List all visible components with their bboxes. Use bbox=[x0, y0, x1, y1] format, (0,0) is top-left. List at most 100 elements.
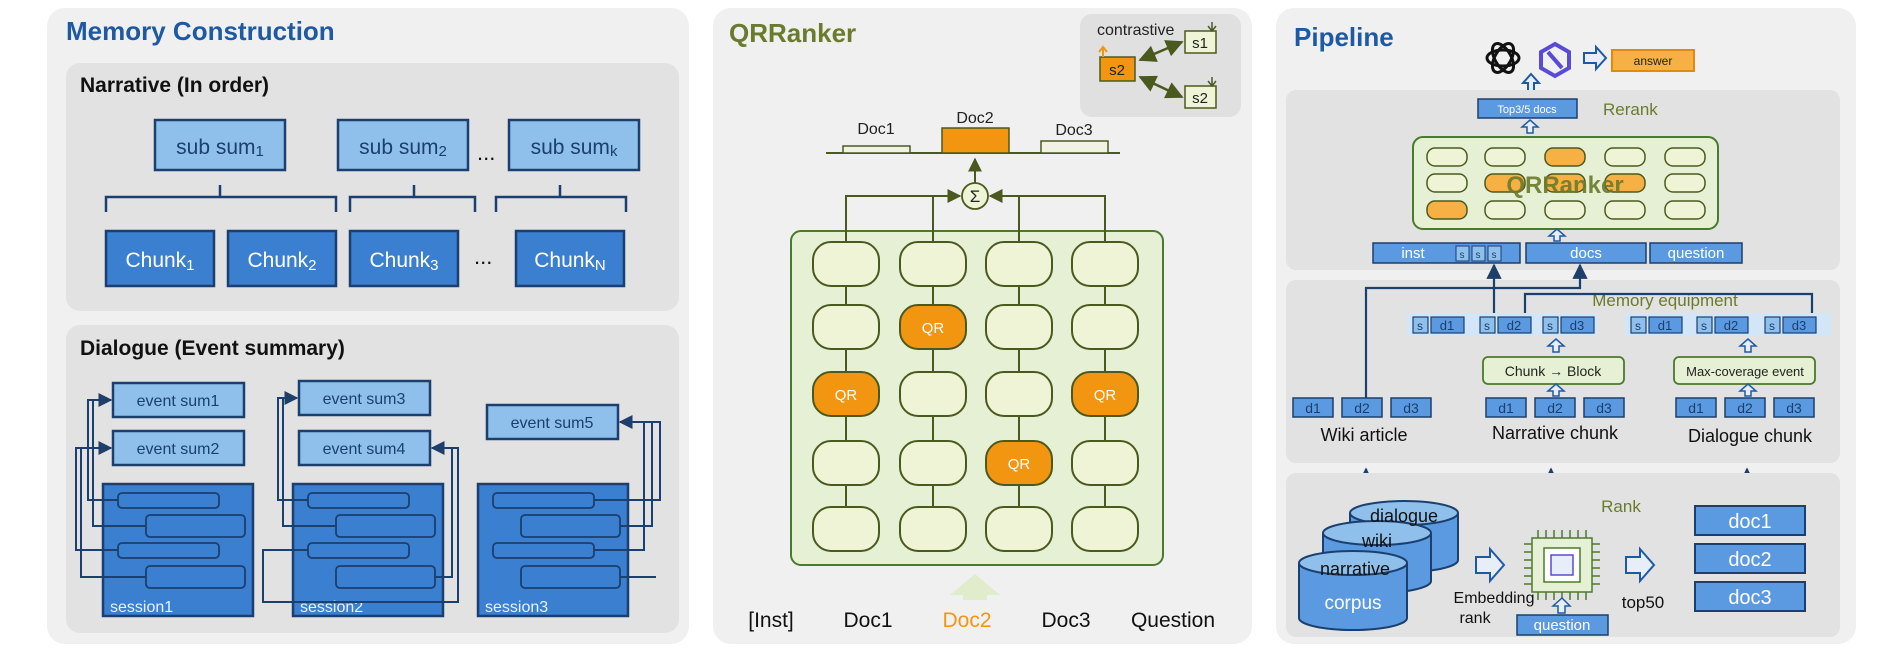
attention-cell bbox=[1071, 506, 1139, 552]
mini-attention-cell bbox=[1664, 173, 1706, 193]
chunk-label-3: Chunk bbox=[369, 249, 430, 272]
subsum-sub-k: k bbox=[610, 143, 618, 160]
input-label-doc3: Doc3 bbox=[1041, 609, 1090, 632]
dialogue-sd-row: s d1 s d2 s d3 bbox=[1625, 313, 1831, 336]
rank-label: Rank bbox=[1601, 497, 1641, 516]
drow-s-1: s bbox=[1635, 319, 1641, 333]
doc1-score-bar bbox=[842, 145, 911, 154]
event-box-5 bbox=[485, 403, 620, 441]
chunk-block-box bbox=[1482, 356, 1625, 385]
sum-symbol: Σ bbox=[970, 187, 981, 206]
mini-attention-cell bbox=[1664, 200, 1706, 220]
subsum-label-k: sub sum bbox=[531, 136, 610, 159]
contrastive-s2: s2 bbox=[1109, 62, 1125, 79]
doc1-out: doc1 bbox=[1728, 511, 1771, 533]
doc2-score-bar bbox=[941, 127, 1010, 154]
db-wiki: wiki bbox=[1361, 531, 1392, 551]
attention-cell bbox=[812, 241, 880, 287]
contrastive-s2b-box bbox=[1184, 85, 1217, 109]
mini-attention-cell bbox=[1604, 200, 1646, 220]
contrastive-box: contrastive s1 s2 s2 bbox=[1080, 14, 1241, 117]
max-coverage-label: Max-coverage event bbox=[1686, 364, 1804, 379]
question-box bbox=[1516, 614, 1609, 636]
head-connectors bbox=[845, 189, 1106, 245]
drow-d3: d3 bbox=[1792, 318, 1806, 333]
rerank-input-bar: inst s s s docs question bbox=[1372, 242, 1743, 264]
event-label-4: event sum4 bbox=[323, 441, 406, 458]
subsum-box-k bbox=[507, 118, 641, 172]
to-embedding-arrow-icon bbox=[1475, 546, 1506, 584]
pipeline-panel: Pipeline answer Top3/5 docs Rerank QRRan… bbox=[1276, 8, 1856, 644]
event-box-1 bbox=[111, 381, 246, 419]
embedding-label: Embedding bbox=[1454, 590, 1535, 607]
top50-label: top50 bbox=[1622, 593, 1665, 612]
answer-box bbox=[1611, 49, 1695, 72]
input-inst: inst bbox=[1401, 245, 1425, 262]
svg-text:ChunkN: ChunkN bbox=[534, 249, 606, 274]
narrative-sd-row: s d1 s d2 s d3 bbox=[1407, 313, 1597, 336]
nrow-d3: d3 bbox=[1570, 318, 1584, 333]
mini-attention-cell bbox=[1426, 173, 1468, 193]
attention-cell bbox=[985, 506, 1053, 552]
qr-cell-label: QR bbox=[922, 320, 945, 337]
subsum-label-1: sub sum bbox=[176, 136, 255, 159]
top-docs-box bbox=[1477, 98, 1578, 119]
input-docs: docs bbox=[1570, 245, 1602, 262]
wiki-d1: d1 bbox=[1305, 400, 1321, 416]
dialogue-title: Dialogue (Event summary) bbox=[80, 337, 345, 360]
to-top50-arrow-icon bbox=[1625, 546, 1656, 584]
subsum-box-1 bbox=[153, 118, 287, 172]
nrow-d2: d2 bbox=[1507, 318, 1521, 333]
source-narrative: Narrative chunk bbox=[1492, 423, 1619, 443]
db-narrative: narrative bbox=[1320, 559, 1390, 579]
narr-d3: d3 bbox=[1596, 400, 1612, 416]
wiki-d3: d3 bbox=[1403, 400, 1419, 416]
qr-cell bbox=[985, 440, 1053, 486]
chunk-ellipsis: ... bbox=[474, 244, 492, 269]
subsum-sub-2: 2 bbox=[439, 143, 447, 160]
event-label-1: event sum1 bbox=[137, 393, 220, 410]
subsum-ellipsis: ... bbox=[477, 140, 495, 165]
doc2-score-label: Doc2 bbox=[956, 110, 993, 127]
session-block-1: session1 bbox=[101, 482, 255, 618]
memory-construction-panel: Memory Construction Narrative (In order)… bbox=[47, 8, 689, 644]
max-coverage-box bbox=[1673, 356, 1816, 385]
attention-cell bbox=[1071, 304, 1139, 350]
pipeline-title: Pipeline bbox=[1294, 22, 1394, 52]
mini-attention-cell bbox=[1426, 200, 1468, 220]
svg-text:sub sumk: sub sumk bbox=[531, 136, 618, 160]
dial-d2: d2 bbox=[1737, 400, 1753, 416]
contrastive-s1: s1 bbox=[1192, 35, 1208, 52]
session-label-1: session1 bbox=[110, 599, 173, 616]
input-label-question: Question bbox=[1131, 609, 1215, 632]
database-stack bbox=[1298, 500, 1459, 631]
mini-attention-cell bbox=[1426, 147, 1468, 167]
attention-cell bbox=[899, 506, 967, 552]
db-dialogue: dialogue bbox=[1370, 506, 1438, 526]
chunk-box-2 bbox=[226, 229, 338, 288]
source-wiki: Wiki article bbox=[1320, 425, 1407, 445]
attention-cell bbox=[1071, 241, 1139, 287]
doc-score-bars: Doc1 Doc2 Doc3 bbox=[826, 110, 1120, 154]
narrative-box: Narrative (In order) sub sum1 sub sum2 .… bbox=[66, 63, 679, 311]
mini-attention-cell bbox=[1484, 147, 1526, 167]
svg-text:sub sum2: sub sum2 bbox=[359, 136, 447, 160]
doc2-out: doc2 bbox=[1728, 549, 1771, 571]
drow-s-3: s bbox=[1769, 319, 1775, 333]
doc1-out-box bbox=[1694, 505, 1806, 536]
mini-attention-cell bbox=[1604, 147, 1646, 167]
wiki-docs: d1 d2 d3 bbox=[1292, 397, 1432, 418]
session-label-2: session2 bbox=[300, 599, 363, 616]
dialogue-docs: d1 d2 d3 bbox=[1675, 397, 1815, 418]
qr-cell-label: QR bbox=[1008, 456, 1031, 473]
event-box-3 bbox=[297, 379, 432, 417]
nrow-s-2: s bbox=[1484, 319, 1490, 333]
openai-icon bbox=[1485, 42, 1521, 74]
event-box-2 bbox=[111, 429, 246, 467]
chunk-box-3 bbox=[348, 229, 460, 288]
event-label-3: event sum3 bbox=[323, 391, 406, 408]
answer-arrow-icon bbox=[1583, 44, 1608, 72]
db-corpus: corpus bbox=[1324, 593, 1381, 614]
